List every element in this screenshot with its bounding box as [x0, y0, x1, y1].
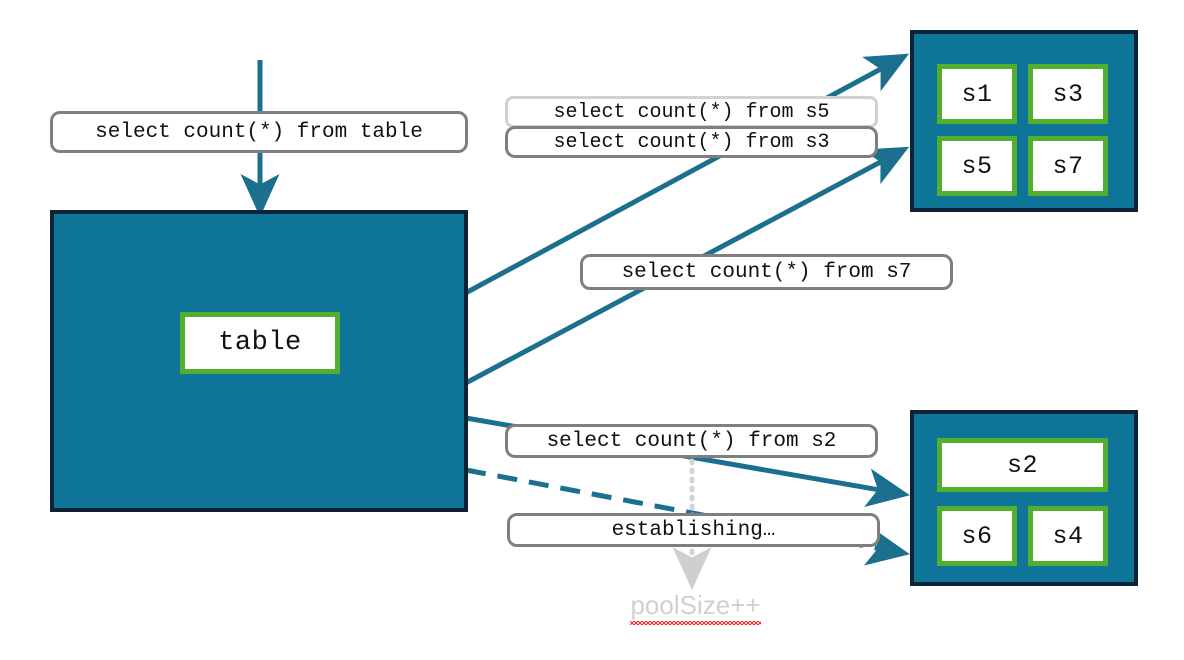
node-s1-label: s1 [961, 79, 993, 109]
node-s1[interactable]: s1 [937, 64, 1017, 124]
node-s3[interactable]: s3 [1028, 64, 1108, 124]
query-label-s5-text: select count(*) from s5 [553, 100, 830, 124]
node-s2-label: s2 [1006, 450, 1038, 480]
node-table[interactable]: table [180, 312, 340, 374]
query-label-s2: select count(*) from s2 [505, 424, 878, 458]
query-label-s3: select count(*) from s3 [505, 126, 878, 158]
node-table-label: table [218, 328, 302, 358]
query-label-s7-text: select count(*) from s7 [621, 260, 912, 284]
node-s5[interactable]: s5 [937, 136, 1017, 196]
node-s7[interactable]: s7 [1028, 136, 1108, 196]
node-s5-label: s5 [961, 151, 993, 181]
node-s6-label: s6 [961, 521, 993, 551]
query-label-s5: select count(*) from s5 [505, 96, 878, 128]
query-label-s7: select count(*) from s7 [580, 254, 953, 290]
node-s3-label: s3 [1052, 79, 1084, 109]
annotation-poolsize-text: poolSize++ [630, 590, 761, 625]
node-s7-label: s7 [1052, 151, 1084, 181]
query-label-s2-text: select count(*) from s2 [546, 429, 837, 453]
status-label-establishing: establishing… [507, 513, 880, 547]
query-label-table: select count(*) from table [50, 111, 468, 153]
node-s6[interactable]: s6 [937, 506, 1017, 566]
node-s4[interactable]: s4 [1028, 506, 1108, 566]
node-s4-label: s4 [1052, 521, 1084, 551]
status-label-establishing-text: establishing… [611, 518, 776, 542]
query-label-table-text: select count(*) from table [95, 120, 423, 144]
node-s2[interactable]: s2 [937, 438, 1108, 492]
annotation-poolsize: poolSize++ [598, 590, 793, 625]
query-label-s3-text: select count(*) from s3 [553, 130, 830, 154]
